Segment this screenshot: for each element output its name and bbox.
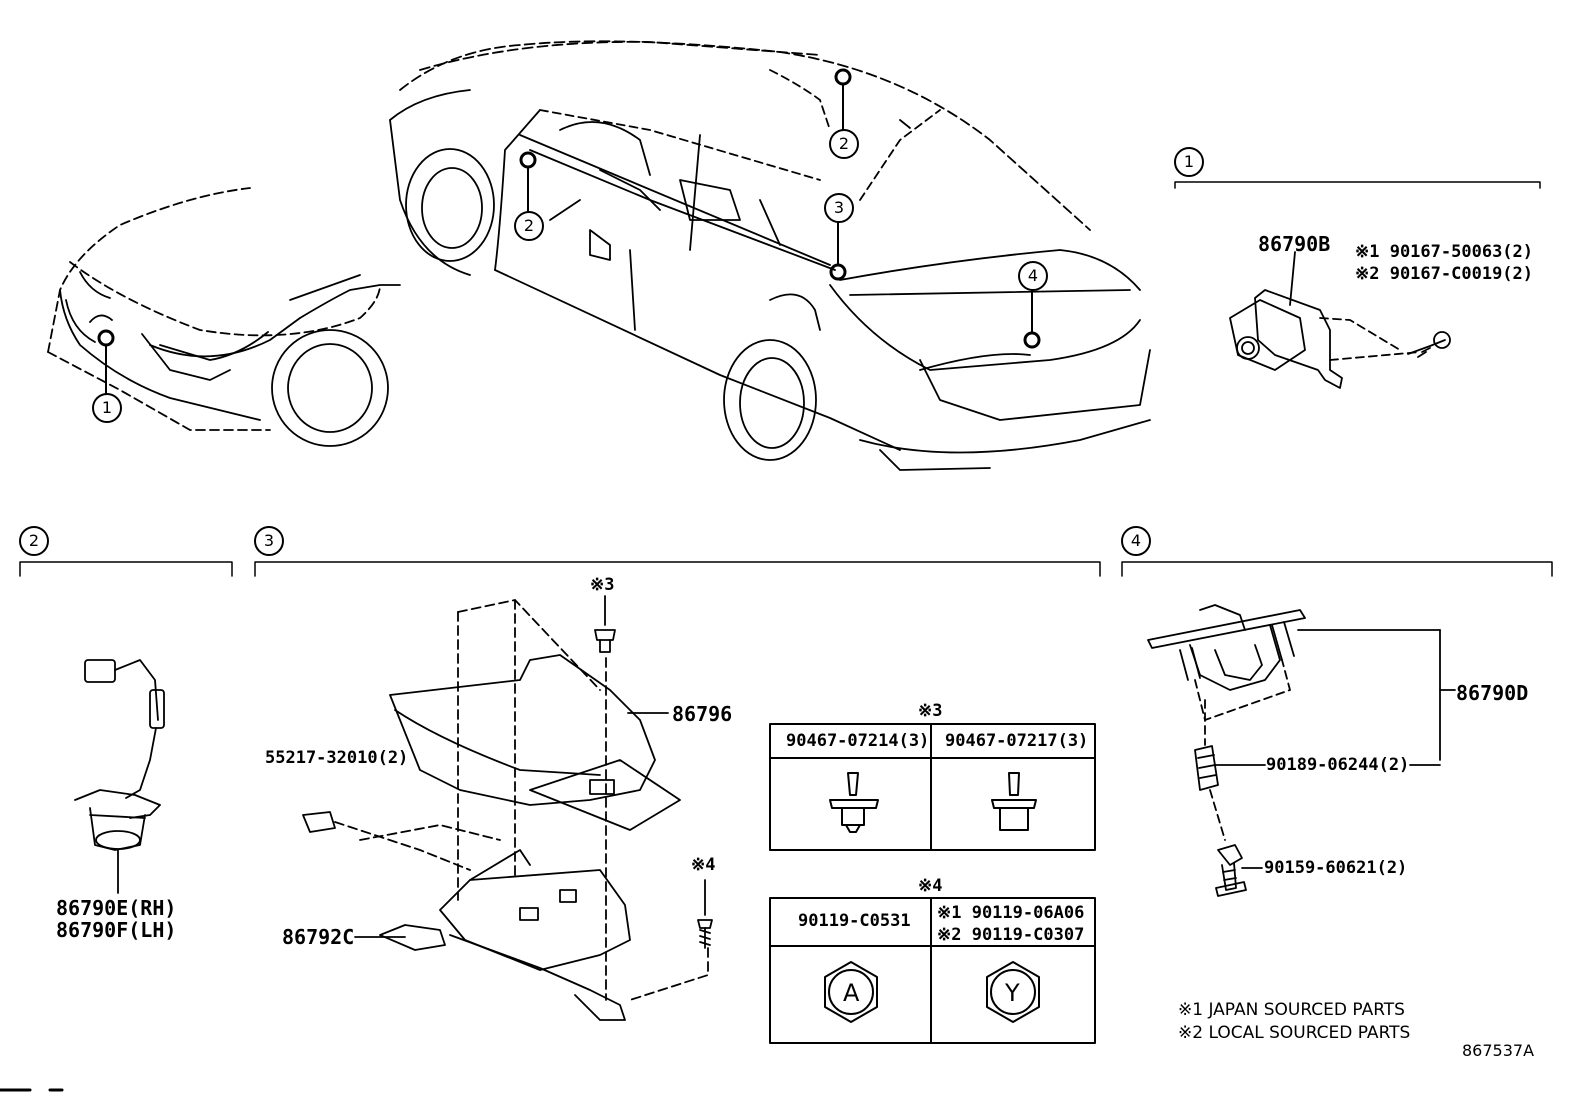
main-car-illustration: [389, 40, 1151, 471]
table-3-title: ※3: [918, 701, 943, 721]
table-4-col2-line1: ※1 90119-06A06: [937, 903, 1085, 923]
part-86790D-label: 86790D: [1456, 681, 1529, 705]
note-japan-sourced: ※1 JAPAN SOURCED PARTS: [1178, 1000, 1405, 1020]
callout-3: 3: [824, 193, 854, 223]
part-55217-label: 55217-32010(2): [265, 748, 409, 768]
part-86790B-label: 86790B: [1258, 232, 1331, 256]
camera-86790E-illustration: [74, 659, 165, 894]
mark-3-label: ※3: [590, 575, 615, 595]
diagram-id: 867537A: [1462, 1041, 1535, 1060]
section-2-number: 2: [19, 526, 49, 556]
section-1-number: 1: [1174, 147, 1204, 177]
hex-y-letter: Y: [1005, 979, 1020, 1007]
callout-2-roof: 2: [829, 129, 859, 159]
part-86796-label: 86796: [672, 702, 733, 726]
part-86790E-label: 86790E(RH): [56, 896, 177, 920]
part-86790F-label: 86790F(LH): [56, 918, 177, 942]
section-4-number: 4: [1121, 526, 1151, 556]
section-brackets: [19, 181, 1553, 577]
hex-a-letter: A: [843, 979, 860, 1007]
section3-illustration: [302, 595, 713, 1021]
table-4-col2-line2: ※2 90119-C0307: [937, 925, 1085, 945]
table-4-title: ※4: [918, 876, 943, 896]
note-local-sourced: ※2 LOCAL SOURCED PARTS: [1178, 1023, 1411, 1043]
part-90189-label: 90189-06244(2): [1266, 755, 1410, 775]
section-3-number: 3: [254, 526, 284, 556]
table-3-col1-header: 90467-07214(3): [786, 731, 930, 751]
section4-illustration: [1147, 604, 1456, 897]
table-3-grid: [769, 723, 1096, 851]
part-90159-label: 90159-60621(2): [1264, 858, 1408, 878]
front-car-illustration: [47, 187, 401, 447]
table-4-grid: [769, 897, 1096, 1044]
callout-2-left-pillar: 2: [514, 211, 544, 241]
fastener-1-label: ※1 90167-50063(2): [1355, 242, 1534, 262]
location-markers: [97, 68, 1041, 394]
callout-4: 4: [1018, 261, 1048, 291]
part-86792C-label: 86792C: [282, 925, 355, 949]
callout-1-front: 1: [92, 393, 122, 423]
fastener-2-label: ※2 90167-C0019(2): [1355, 264, 1534, 284]
camera-86790B-illustration: [1229, 251, 1451, 389]
table-3-col2-header: 90467-07217(3): [945, 731, 1089, 751]
table-4-col1-header: 90119-C0531: [798, 911, 911, 931]
mark-4-label: ※4: [691, 855, 716, 875]
